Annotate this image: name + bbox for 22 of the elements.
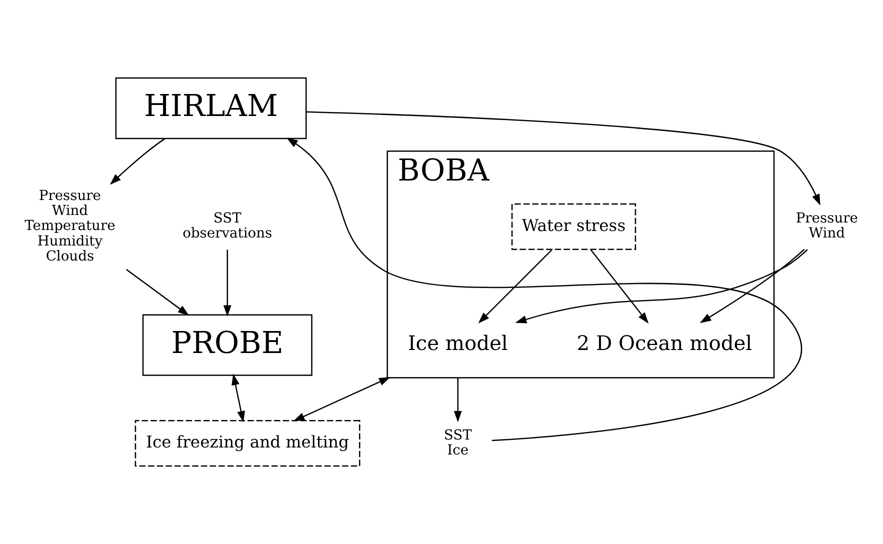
arrow [590,249,649,324]
node-box: PROBE [142,314,312,376]
node-text: Pressure Wind [796,210,858,242]
arrow [478,249,552,324]
node-text: 2 D Ocean model [576,330,752,355]
node-box: HIRLAM [115,77,307,140]
arrow [306,111,820,206]
node-text: SST observations [182,210,272,242]
node-box: Water stress [511,203,636,250]
arrow [286,138,801,442]
arrow [110,138,166,185]
arrow [293,377,390,422]
arrow [232,374,245,422]
node-box: Ice freezing and melting [134,420,360,467]
node-text: Ice model [408,330,508,355]
arrow [454,378,462,422]
arrow [126,268,190,316]
arrow [700,248,805,324]
arrow [223,250,232,317]
node-text: SST Ice [444,427,472,458]
node-text: Pressure Wind Temperature Humidity Clouds [24,188,116,264]
arrow [515,249,808,324]
